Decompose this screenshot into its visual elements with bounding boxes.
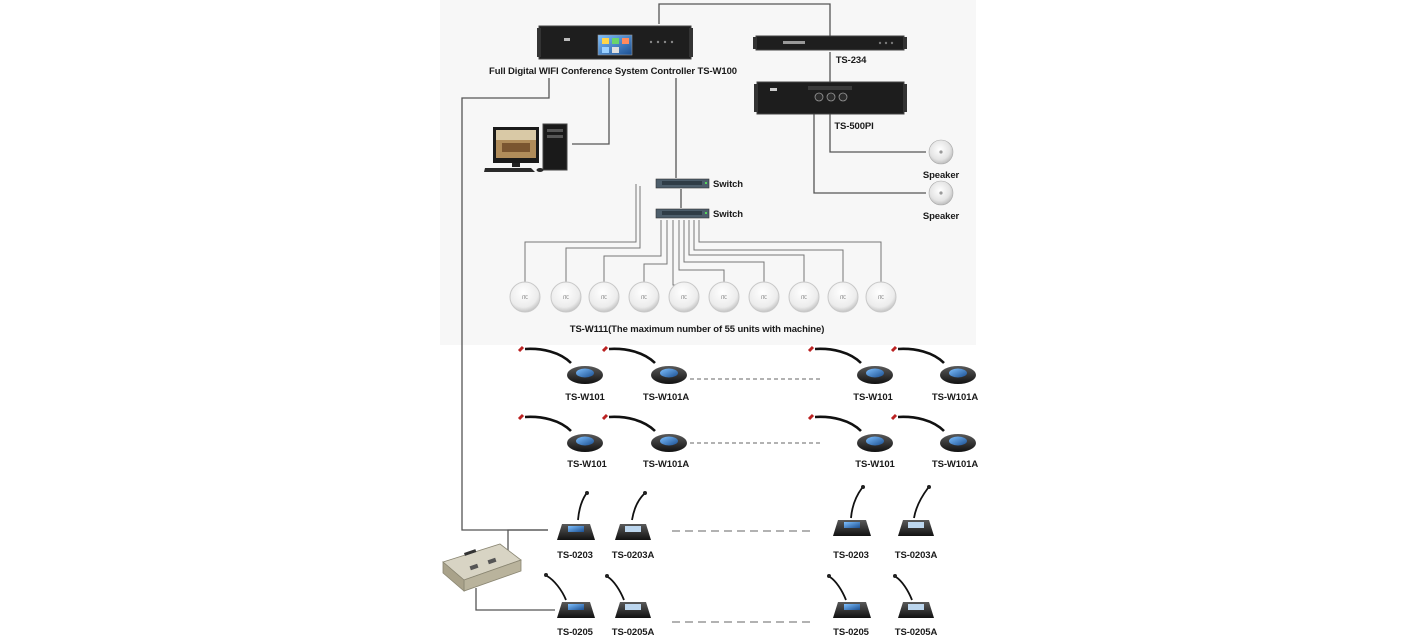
- ts-w101-label-r2-1: TS-W101: [567, 459, 607, 470]
- controller-label: Full Digital WIFI Conference System Cont…: [489, 66, 737, 77]
- ts-w101-label-r2-3: TS-W101: [855, 459, 895, 470]
- access-point-7: ITC: [748, 281, 780, 313]
- svg-text:ITC: ITC: [563, 295, 569, 300]
- ts-0205a-label-4: TS-0205A: [894, 627, 938, 638]
- access-point-10: ITC: [865, 281, 897, 313]
- wired-unit-0203-2: [615, 491, 651, 540]
- access-point-3: ITC: [588, 281, 620, 313]
- ts-w101a-label-r2-4: TS-W101A: [931, 459, 979, 470]
- ts-0205a-label-2: TS-0205A: [611, 627, 655, 638]
- svg-text:ITC: ITC: [721, 295, 727, 300]
- wifi-unit-r2-2: [601, 413, 687, 452]
- wifi-unit-r2-4: [890, 413, 976, 452]
- wired-unit-0205-2: [605, 574, 651, 618]
- access-point-1: ITC: [509, 281, 541, 313]
- wifi-unit-r1-3: [807, 345, 893, 384]
- ts-0205-label-3: TS-0205: [833, 627, 869, 638]
- wap-link-lines: [524, 184, 882, 286]
- svg-text:ITC: ITC: [761, 295, 767, 300]
- access-point-4: ITC: [628, 281, 660, 313]
- speaker-1: [928, 139, 954, 165]
- svg-text:ITC: ITC: [641, 295, 647, 300]
- access-point-5: ITC: [668, 281, 700, 313]
- controller-rack: [537, 25, 693, 60]
- wired-unit-0205-4: [893, 574, 934, 618]
- svg-text:ITC: ITC: [601, 295, 607, 300]
- switch-1: [655, 178, 710, 189]
- ts-w101a-label-r1-2: TS-W101A: [642, 392, 690, 403]
- ts-w101a-label-r2-2: TS-W101A: [642, 459, 690, 470]
- switch-label-1: Switch: [713, 179, 744, 190]
- wifi-unit-r1-4: [890, 345, 976, 384]
- access-point-8: ITC: [788, 281, 820, 313]
- speaker-2: [928, 180, 954, 206]
- ts-0203-label-1: TS-0203: [557, 550, 593, 561]
- wired-unit-0203-3: [833, 485, 871, 536]
- svg-text:ITC: ITC: [801, 295, 807, 300]
- access-point-caption: TS-W111(The maximum number of 55 units w…: [569, 324, 825, 335]
- wifi-unit-r2-1: [517, 413, 603, 452]
- wired-unit-0205-3: [827, 574, 871, 618]
- access-point-9: ITC: [827, 281, 859, 313]
- ts-w101-label-r1-1: TS-W101: [565, 392, 605, 403]
- ts-w101a-label-r1-4: TS-W101A: [931, 392, 979, 403]
- svg-text:ITC: ITC: [522, 295, 528, 300]
- ts-0203-label-3: TS-0203: [833, 550, 869, 561]
- dashed-lines: [672, 378, 820, 623]
- wired-unit-0205-1: [544, 573, 595, 618]
- speaker-label-1: Speaker: [922, 170, 960, 181]
- wifi-unit-r2-3: [807, 413, 893, 452]
- access-point-6: ITC: [708, 281, 740, 313]
- ts-0203a-label-4: TS-0203A: [894, 550, 938, 561]
- wired-unit-0203-4: [898, 485, 934, 536]
- junction-box: [442, 543, 522, 592]
- wired-unit-0203-1: [557, 491, 595, 540]
- switch-label-2: Switch: [713, 209, 744, 220]
- svg-text:ITC: ITC: [840, 295, 846, 300]
- ts-0205-label-1: TS-0205: [557, 627, 593, 638]
- desktop-computer: [484, 123, 568, 172]
- switch-2: [655, 208, 710, 219]
- ts-500pi-label: TS-500PI: [834, 121, 874, 132]
- ts-w101-label-r1-3: TS-W101: [853, 392, 893, 403]
- wifi-unit-r1-2: [601, 345, 687, 384]
- ts-234-unit: [753, 35, 907, 51]
- speaker-label-2: Speaker: [922, 211, 960, 222]
- svg-text:ITC: ITC: [878, 295, 884, 300]
- ts-234-label: TS-234: [835, 55, 867, 66]
- wifi-unit-r1-1: [517, 345, 603, 384]
- ts-0203a-label-2: TS-0203A: [611, 550, 655, 561]
- access-point-2: ITC: [550, 281, 582, 313]
- ts-500pi-amplifier: [754, 81, 907, 115]
- svg-text:ITC: ITC: [681, 295, 687, 300]
